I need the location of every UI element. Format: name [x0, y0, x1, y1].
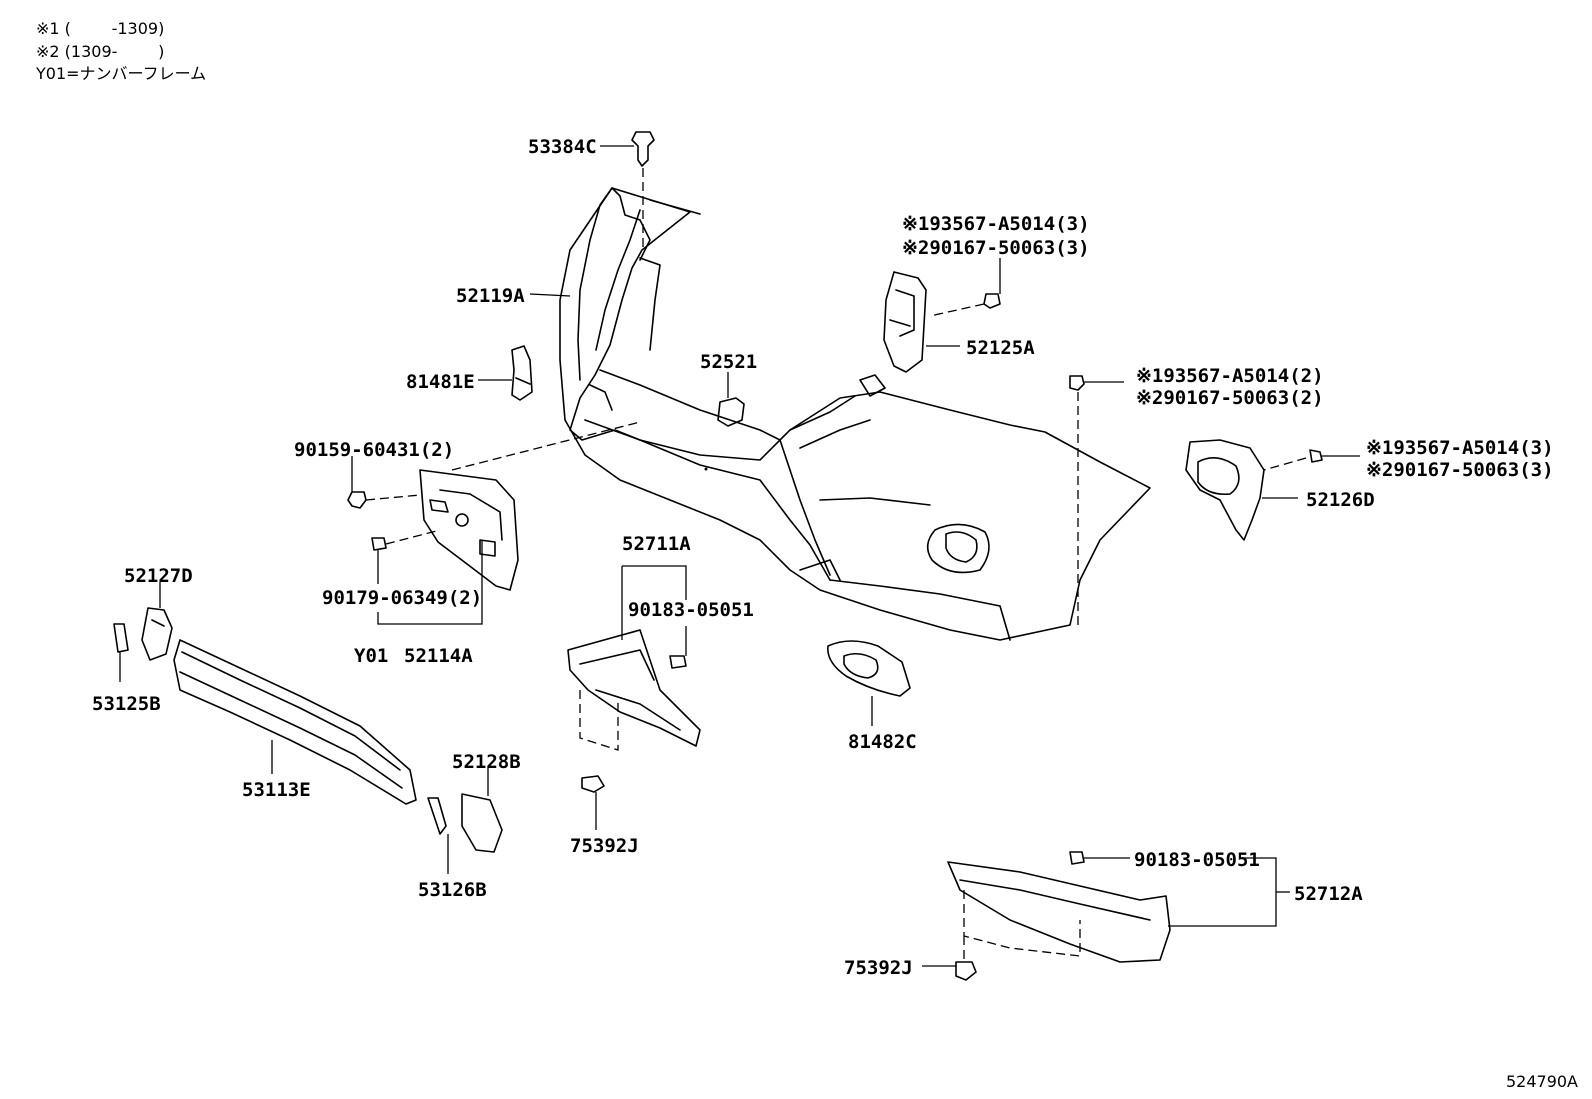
label-52712a: 52712A — [1294, 883, 1363, 905]
part-52127d-drawing — [113, 607, 173, 661]
label-52126d-note2: ※290167-50063(2) — [1136, 387, 1324, 409]
label-81481e: 81481E — [406, 371, 475, 393]
label-y01: Y01 — [354, 645, 388, 667]
part-81481e-drawing — [511, 345, 533, 401]
label-53125b: 53125B — [92, 693, 161, 715]
bracket-52126d-drawing — [1185, 439, 1323, 541]
label-52128b: 52128B — [452, 751, 521, 773]
label-53113e: 53113E — [242, 779, 311, 801]
screw-right-upper — [1069, 375, 1085, 630]
diagram-id: 524790A — [1505, 1072, 1578, 1091]
label-52711a: 52711A — [622, 533, 691, 555]
label-90159: 90159-60431(2) — [294, 439, 454, 461]
label-52125a-note2: ※290167-50063(3) — [902, 237, 1090, 259]
label-75392j-left: 75392J — [570, 835, 639, 857]
fog-cover-81482c-drawing — [827, 640, 911, 697]
label-52126d-note1: ※193567-A5014(2) — [1136, 365, 1324, 387]
label-90179: 90179-06349(2) — [322, 587, 482, 609]
label-75392j-right: 75392J — [844, 957, 913, 979]
bracket-52125a-drawing — [883, 271, 1001, 373]
label-52125a: 52125A — [966, 337, 1035, 359]
clip-53384c — [631, 131, 655, 250]
label-52119a: 52119A — [456, 285, 525, 307]
label-90183-right: 90183-05051 — [1134, 849, 1260, 871]
grille-53113e-drawing — [173, 639, 417, 805]
license-bracket-drawing — [347, 421, 641, 591]
label-53384c: 53384C — [528, 136, 597, 158]
label-81482c: 81482C — [848, 731, 917, 753]
label-52126d-note4: ※290167-50063(3) — [1366, 459, 1554, 481]
label-52114a: 52114A — [404, 645, 473, 667]
legend-note-2: ※2 (1309- ) — [36, 41, 165, 61]
legend-note-3: Y01=ナンバーフレーム — [36, 64, 207, 83]
part-52128b-drawing — [427, 793, 503, 853]
legend: ※1 ( -1309) ※2 (1309- ) Y01=ナンバーフレーム — [36, 18, 206, 86]
label-90183-left: 90183-05051 — [628, 599, 754, 621]
bracket-52712a-drawing — [947, 851, 1171, 981]
bumper-cover-drawing — [559, 187, 1151, 641]
part-labels: 53384C 52119A 81481E 52521 ※193567-A5014… — [92, 136, 1554, 979]
label-52126d-note3: ※193567-A5014(3) — [1366, 437, 1554, 459]
bracket-52711a-drawing — [567, 629, 701, 793]
label-52126d: 52126D — [1306, 489, 1375, 511]
legend-note-1: ※1 ( -1309) — [36, 19, 165, 38]
label-52127d: 52127D — [124, 565, 193, 587]
label-52125a-note1: ※193567-A5014(3) — [902, 213, 1090, 235]
part-52521-drawing — [717, 397, 745, 427]
leader-lines — [119, 145, 1360, 967]
label-52521: 52521 — [700, 351, 757, 373]
label-53126b: 53126B — [418, 879, 487, 901]
